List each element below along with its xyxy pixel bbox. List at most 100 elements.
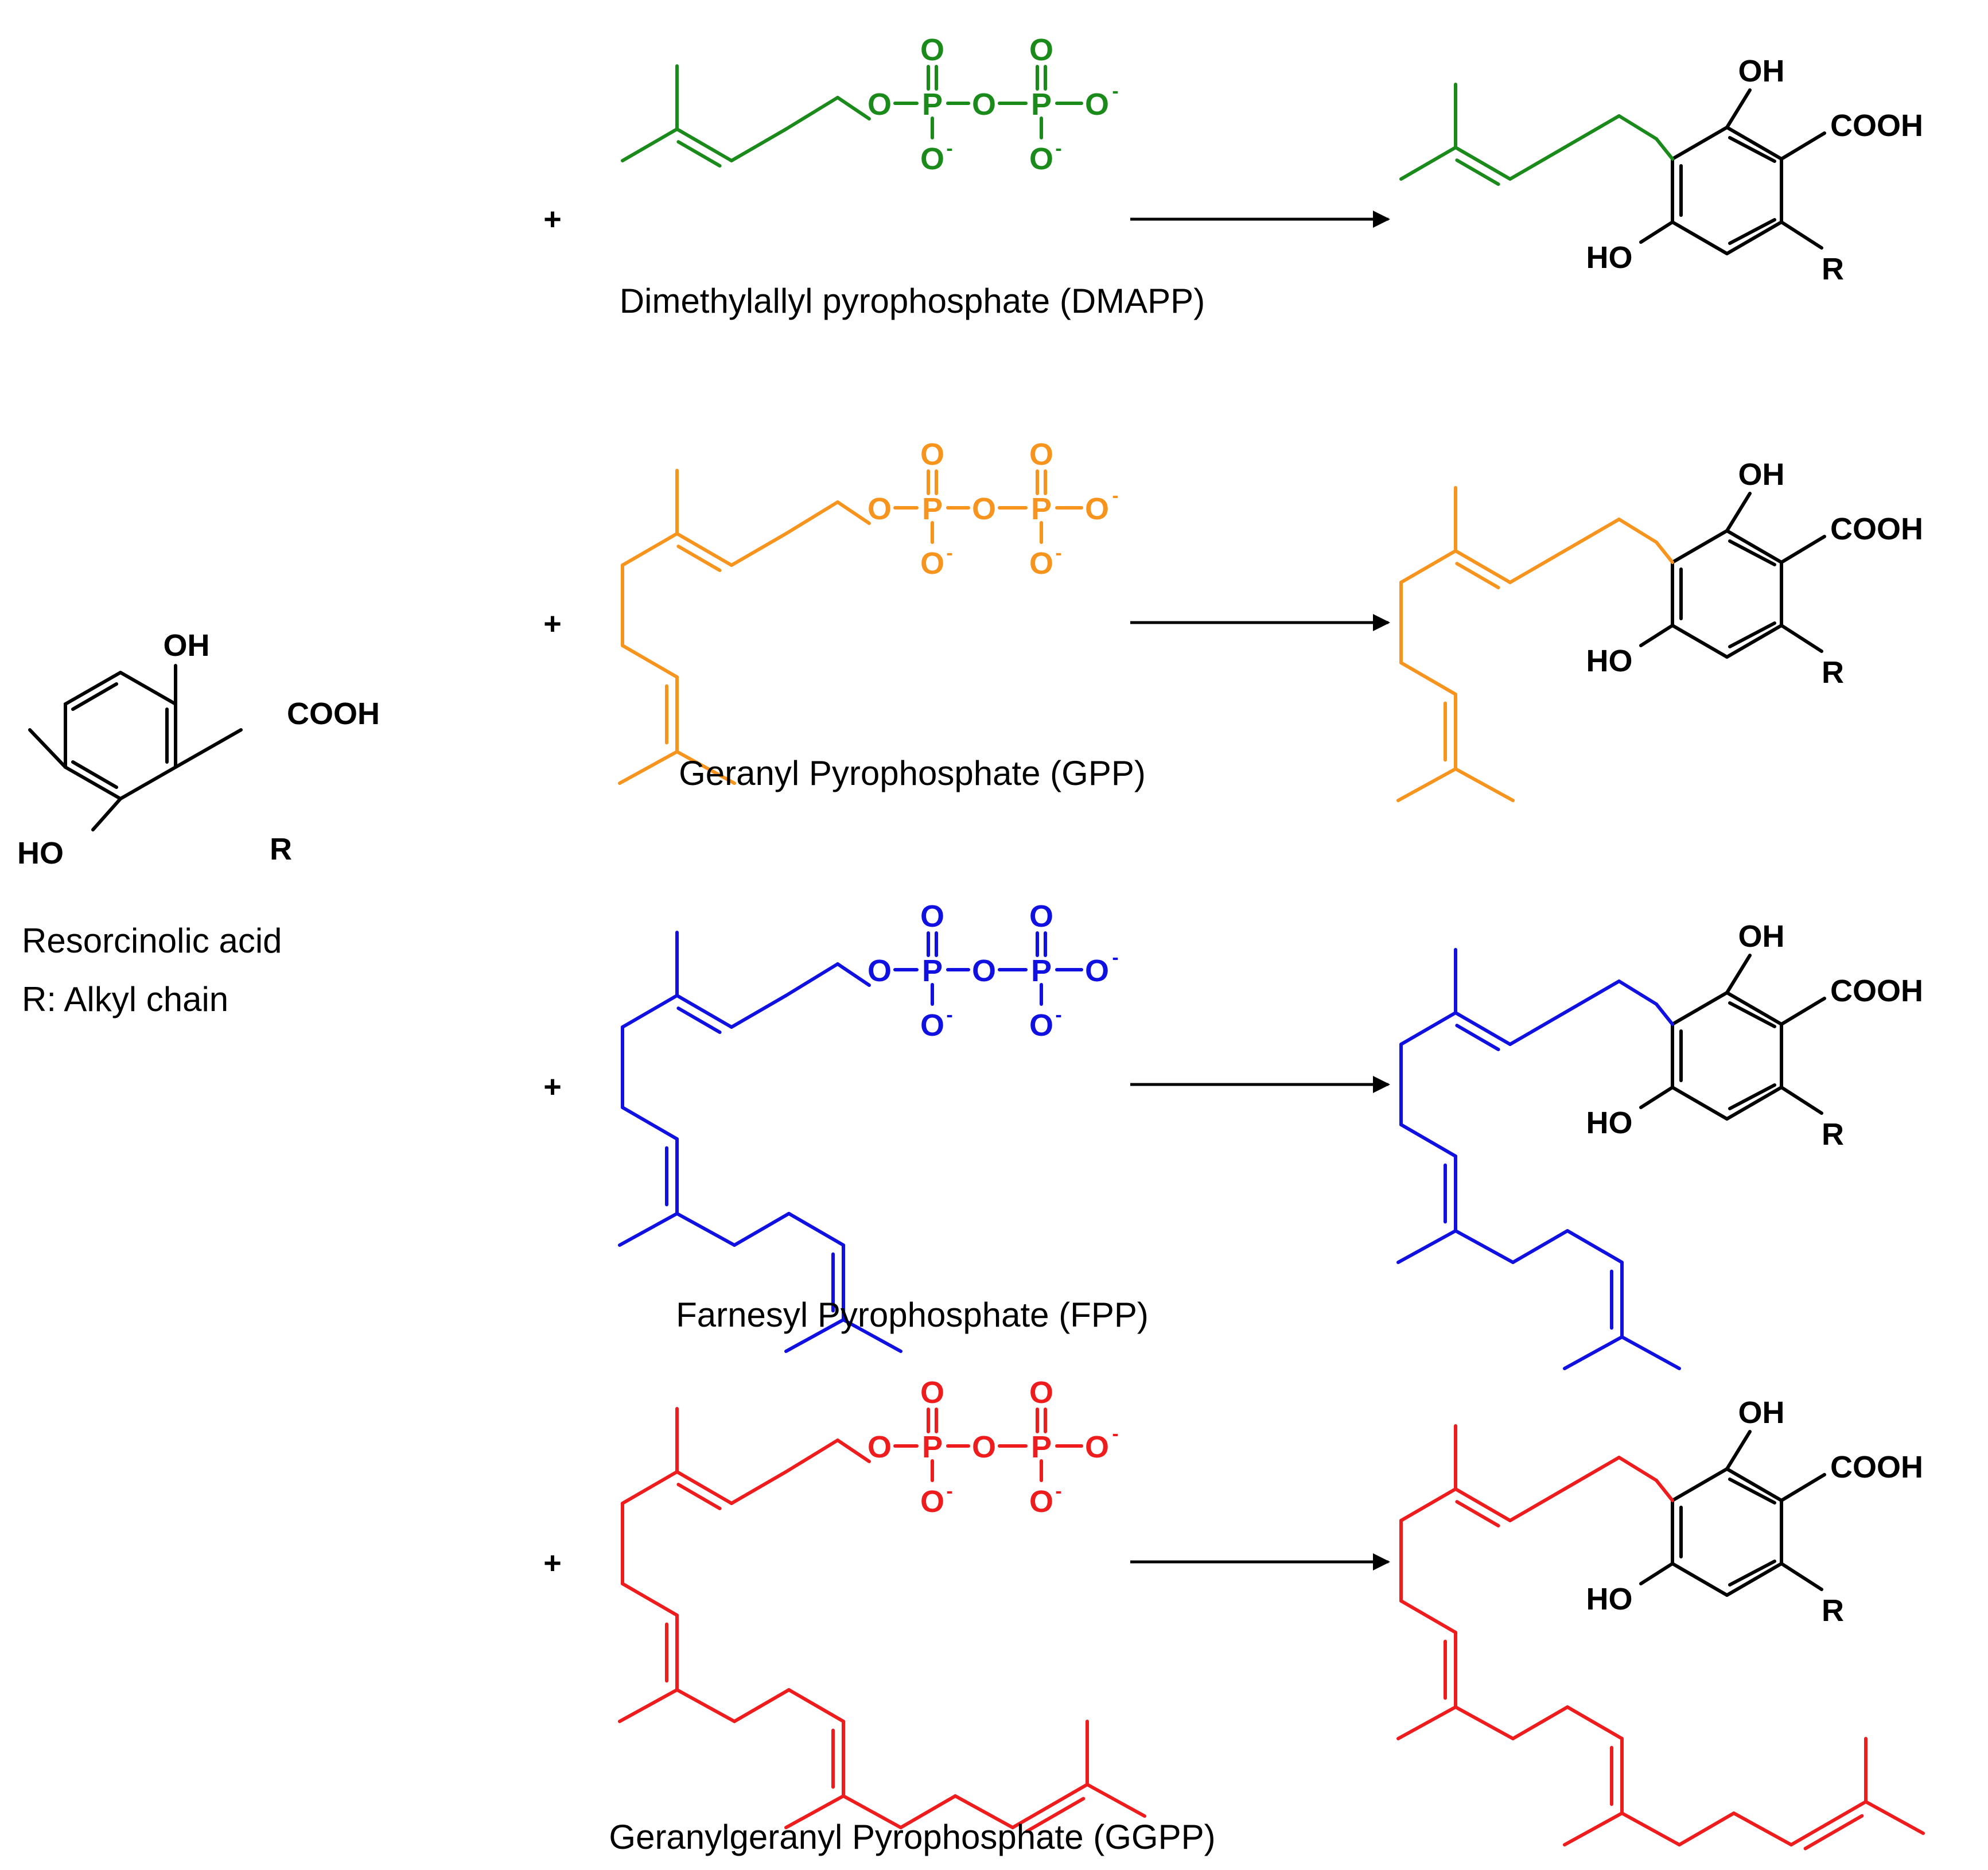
- bond: [1454, 1229, 1515, 1264]
- bond: [1780, 1562, 1823, 1591]
- hydroxyl-label: HO: [1586, 240, 1633, 275]
- bond: [733, 1688, 791, 1723]
- bond: [1725, 1430, 1752, 1471]
- oxygen-atom: O: [920, 899, 944, 934]
- carboxyl-label: COOH: [1830, 512, 1923, 546]
- phosphorus-atom: P: [1031, 492, 1052, 526]
- ring-bond-inner: [1728, 1001, 1776, 1028]
- bond: [1454, 146, 1512, 181]
- ring-bond: [1725, 624, 1783, 659]
- oxygen-atom: O: [920, 1484, 944, 1519]
- r-group-label: R: [1822, 1593, 1844, 1628]
- ring-bond: [1671, 1562, 1729, 1597]
- methyl-bond: [618, 750, 679, 785]
- oxygen-atom: O: [920, 1375, 944, 1410]
- bond: [1566, 1229, 1624, 1264]
- negative-charge: -: [1055, 542, 1061, 564]
- oxygen-atom: O: [920, 1008, 944, 1043]
- bond: [1508, 1011, 1566, 1046]
- bond-inner: [676, 140, 722, 168]
- bond: [1639, 1086, 1674, 1109]
- bond: [730, 994, 788, 1029]
- methyl-bond: [1563, 1811, 1624, 1846]
- carboxyl-label: COOH: [1830, 108, 1923, 143]
- bond-inner: [1025, 1797, 1086, 1833]
- methyl-bond: [842, 1318, 902, 1353]
- ring-bond: [1671, 624, 1729, 659]
- bond-inner: [1455, 1500, 1500, 1527]
- bond: [1399, 1123, 1457, 1158]
- oxygen-atom: O: [867, 492, 892, 526]
- bond: [784, 962, 839, 997]
- oxygen-atom: O: [1029, 437, 1053, 472]
- oxygen-atom: O: [867, 954, 892, 988]
- oxygen-atom: O: [1085, 492, 1109, 526]
- bond: [1639, 220, 1674, 244]
- ring-bond: [1671, 1467, 1729, 1502]
- bond: [621, 994, 679, 1029]
- bond: [1511, 1229, 1569, 1264]
- bond-inner: [1455, 562, 1500, 589]
- bond: [675, 1688, 736, 1723]
- resorcinolic-acid-caption: Resorcinolic acid: [22, 922, 282, 960]
- resorcinolic-oh-label: OH: [164, 628, 210, 663]
- hydroxyl-label: HO: [1586, 1106, 1633, 1140]
- bond: [1399, 661, 1457, 696]
- ring-bond: [1725, 126, 1783, 161]
- ring-bond-inner: [1728, 1478, 1776, 1504]
- negative-charge: -: [1112, 1423, 1118, 1445]
- bond: [1454, 1487, 1512, 1522]
- hydroxyl-label: HO: [1586, 644, 1633, 678]
- reagent-name: Dimethylallyl pyrophosphate (DMAPP): [620, 282, 1205, 320]
- bond: [784, 500, 839, 535]
- bond: [1732, 1811, 1793, 1846]
- bond: [733, 1212, 791, 1247]
- negative-charge: -: [1112, 485, 1118, 507]
- ring-bond: [1725, 1467, 1783, 1502]
- bond: [1617, 518, 1658, 544]
- bond: [1011, 1783, 1089, 1829]
- bond: [1454, 1705, 1515, 1740]
- bond: [784, 1439, 839, 1474]
- oxygen-atom: O: [1029, 1008, 1053, 1043]
- methyl-bond: [675, 750, 736, 785]
- bond: [1399, 1487, 1457, 1522]
- bond: [675, 127, 733, 162]
- bond-inner: [676, 1483, 722, 1510]
- ring-bond-inner: [1728, 1560, 1776, 1587]
- bond: [784, 96, 839, 131]
- methyl-bond: [1864, 1800, 1925, 1835]
- hydroxyl-label: OH: [1738, 1395, 1785, 1430]
- reagent-name: Geranylgeranyl Pyrophosphate (GGPP): [609, 1818, 1215, 1856]
- ring-bond: [1725, 991, 1783, 1026]
- negative-charge: -: [946, 1004, 952, 1026]
- ring-bond: [1725, 529, 1783, 564]
- methyl-bond: [1620, 1335, 1681, 1370]
- bond: [836, 500, 871, 525]
- bond: [1563, 518, 1621, 553]
- methyl-bond: [1399, 146, 1457, 181]
- bond: [1655, 137, 1674, 161]
- plus-sign: +: [543, 1070, 562, 1104]
- bond: [1399, 1011, 1457, 1046]
- carboxyl-label: COOH: [1830, 974, 1923, 1008]
- bond-inner: [676, 545, 722, 572]
- oxygen-atom: O: [920, 142, 944, 176]
- ring-bond: [1671, 220, 1729, 255]
- hydroxyl-label: HO: [1586, 1582, 1633, 1616]
- oxygen-atom: O: [1085, 1430, 1109, 1464]
- negative-charge: -: [946, 138, 952, 160]
- negative-charge: -: [1055, 138, 1061, 160]
- ring-bond-inner: [1728, 621, 1776, 648]
- ring-bond-inner: [1728, 1083, 1776, 1110]
- bond: [621, 644, 679, 679]
- ring-bond-inner: [1728, 136, 1776, 163]
- bond: [836, 96, 871, 120]
- oxygen-atom: O: [1085, 87, 1109, 122]
- oxygen-atom: O: [1029, 1375, 1053, 1410]
